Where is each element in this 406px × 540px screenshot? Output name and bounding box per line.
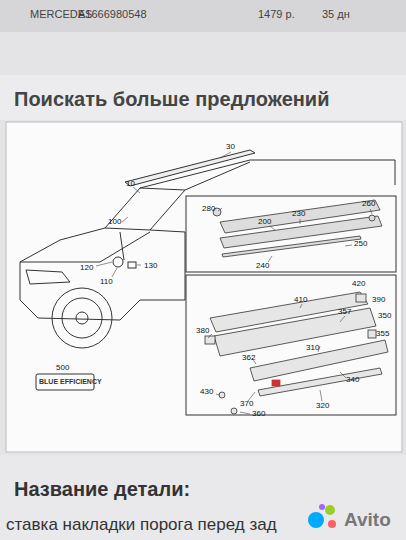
top-strip — [0, 0, 406, 32]
part-number: A1666980548 — [78, 8, 147, 20]
watermark: Avito — [344, 510, 391, 531]
callout-number: 230 — [292, 210, 305, 219]
bottom-panel — [0, 455, 406, 540]
callout-number: 280 — [202, 205, 215, 214]
inset-frames — [186, 196, 396, 415]
callout-number: 430 — [200, 388, 213, 397]
section-heading: Название детали: — [14, 478, 190, 500]
callout-number: 110 — [100, 278, 113, 287]
callout-number: 200 — [258, 218, 271, 227]
callout-number: 362 — [242, 354, 255, 363]
callout-number: 390 — [372, 296, 385, 305]
price-text: 1479 р. — [258, 8, 295, 20]
callout-number: 100 — [108, 218, 121, 227]
leader-lines — [96, 152, 372, 414]
callout-number: 320 — [316, 402, 329, 411]
callout-number: 340 — [346, 376, 359, 385]
callout-number: 130 — [144, 262, 157, 271]
callout-number: 500 — [56, 364, 69, 373]
car-drawing — [20, 150, 395, 390]
sill-parts — [205, 292, 388, 414]
callout-number: 410 — [294, 296, 307, 305]
callout-number: 360 — [252, 410, 265, 419]
callout-number: 30 — [226, 143, 235, 152]
callout-number: 260 — [362, 200, 375, 209]
callout-number: 420 — [352, 280, 365, 289]
callout-number: 357 — [338, 308, 351, 317]
callout-number: 310 — [306, 344, 319, 353]
diagram-sheet — [6, 122, 402, 452]
callout-number: 370 — [240, 400, 253, 409]
badge-text: BLUE EFFICIENCY — [39, 378, 102, 386]
time-text: 35 дн — [322, 8, 350, 20]
callout-number: 355 — [376, 330, 389, 339]
callout-number: 250 — [354, 240, 367, 249]
running-boards — [213, 200, 382, 257]
callout-number: 240 — [256, 262, 269, 271]
callout-number: 380 — [196, 327, 209, 336]
search-link: Поискать больше предложений — [14, 88, 329, 110]
search-band — [0, 75, 406, 120]
part-name: ставка накладки порога перед зад — [6, 516, 277, 535]
callout-number: 120 — [80, 264, 93, 273]
callout-number: 10 — [126, 180, 135, 189]
callout-number: 350 — [378, 312, 391, 321]
avito-dots — [308, 504, 336, 528]
